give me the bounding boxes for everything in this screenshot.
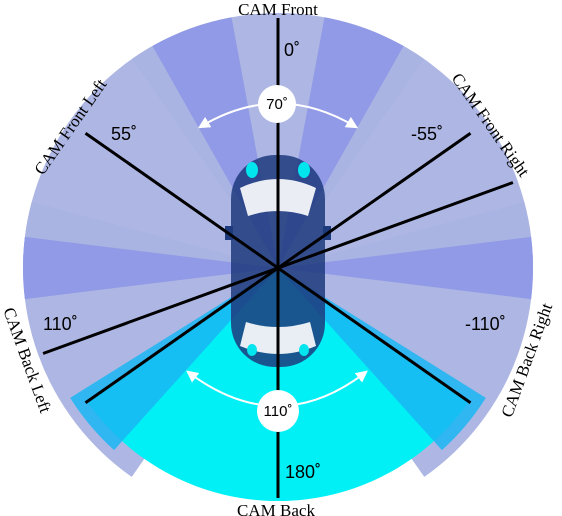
cam-label-front: CAM Front xyxy=(238,0,318,19)
fov-wedge-front-right xyxy=(278,28,533,268)
angle-label-back-left: 110˚ xyxy=(43,314,78,334)
angle-label-back-right: -110˚ xyxy=(465,314,506,334)
fov-overlap-back-left xyxy=(70,268,279,451)
fov-overlap-3 xyxy=(278,236,533,300)
cam-label-back: CAM Back xyxy=(237,501,315,516)
front-fov-bubble xyxy=(258,85,296,123)
angle-label-front: 0˚ xyxy=(284,40,300,60)
back-fov-label: 110˚ xyxy=(264,403,293,420)
fov-wedge-front-left xyxy=(23,28,278,268)
fov-overlap-back-right xyxy=(278,268,486,451)
angle-label-back: 180˚ xyxy=(285,462,321,482)
back-fov-bubble xyxy=(257,390,299,432)
front-fov-label: 70˚ xyxy=(266,96,288,113)
fov-overlap-2 xyxy=(23,236,278,300)
axis-back-left xyxy=(42,181,514,355)
angle-label-front-left: 55˚ xyxy=(111,124,137,144)
angle-label-front-right: -55˚ xyxy=(411,124,443,144)
